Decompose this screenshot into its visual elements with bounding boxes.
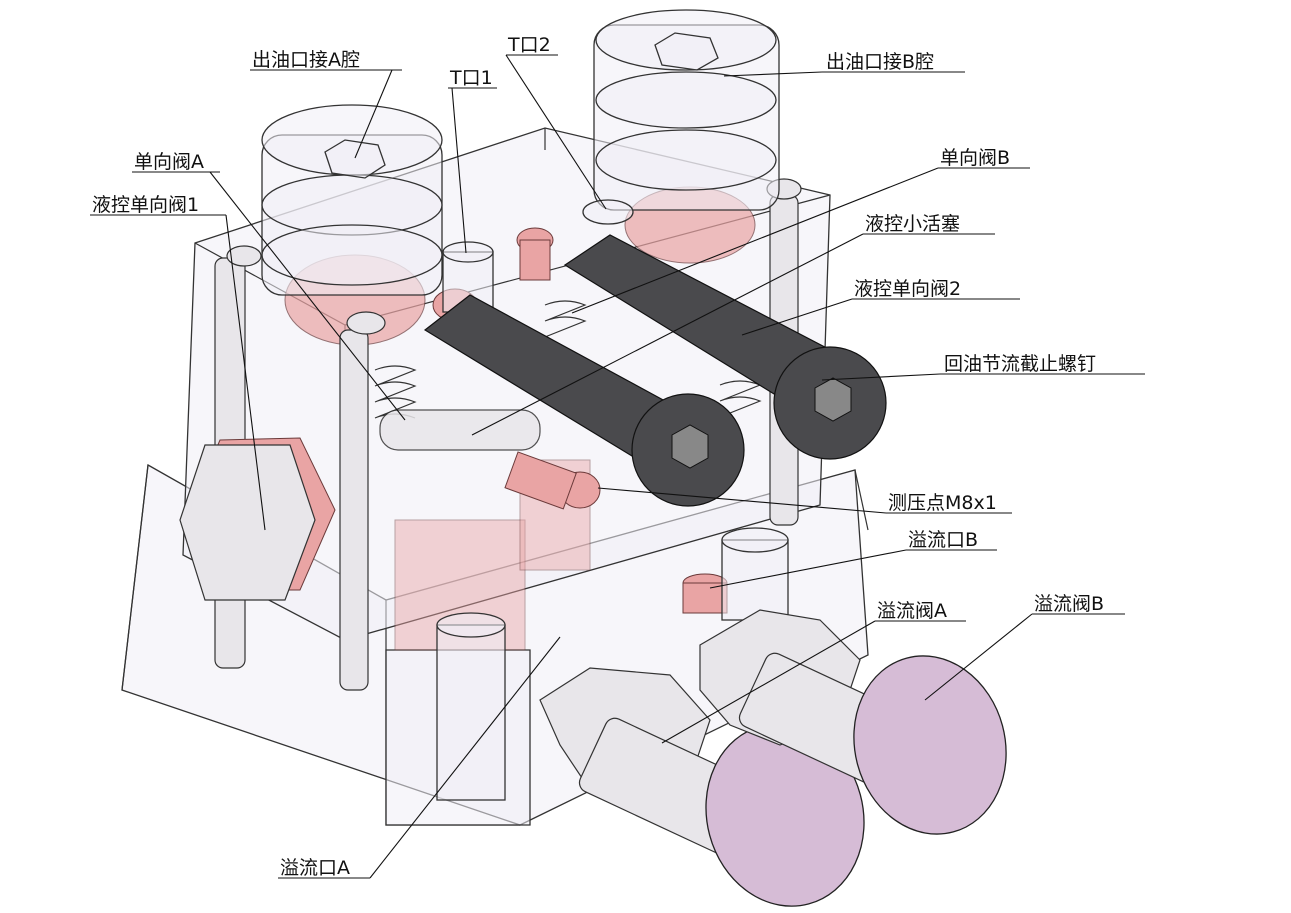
label-outlet-b: 出油口接B腔	[826, 51, 934, 73]
return-throttle-screw-2	[563, 234, 887, 460]
outlet-fitting-a	[261, 104, 443, 296]
label-relief-port-a: 溢流口A	[280, 857, 350, 879]
relief-valve-a	[539, 667, 865, 907]
leader-lines	[90, 54, 1145, 879]
label-check-valve-b: 单向阀B	[940, 147, 1010, 169]
label-outlet-a: 出油口接A腔	[252, 49, 360, 71]
label-t-port-1: T口1	[449, 67, 493, 89]
outlet-fitting-b	[593, 9, 780, 211]
label-check-valve-a: 单向阀A	[134, 151, 204, 173]
relief-valve-b	[699, 609, 1007, 835]
label-relief-valve-b: 溢流阀B	[1034, 593, 1104, 615]
label-t-port-2: T口2	[507, 34, 551, 56]
label-return-throttle-screw: 回油节流截止螺钉	[944, 353, 1096, 375]
callout-labels: 出油口接A腔 出油口接B腔 T口1 T口2 单向阀A 液控单向阀1 单向阀B 液…	[92, 34, 1104, 879]
label-pilot-piston: 液控小活塞	[865, 213, 960, 235]
label-pilot-check-valve-2: 液控单向阀2	[854, 278, 961, 300]
t-port-2-tube	[582, 199, 634, 225]
label-pressure-test-point: 测压点M8x1	[888, 492, 997, 514]
label-relief-port-b: 溢流口B	[908, 529, 978, 551]
label-relief-valve-a: 溢流阀A	[877, 600, 947, 622]
lower-tubes	[436, 527, 789, 801]
return-throttle-screw-1	[423, 294, 745, 507]
label-pilot-check-valve-1: 液控单向阀1	[92, 194, 199, 216]
